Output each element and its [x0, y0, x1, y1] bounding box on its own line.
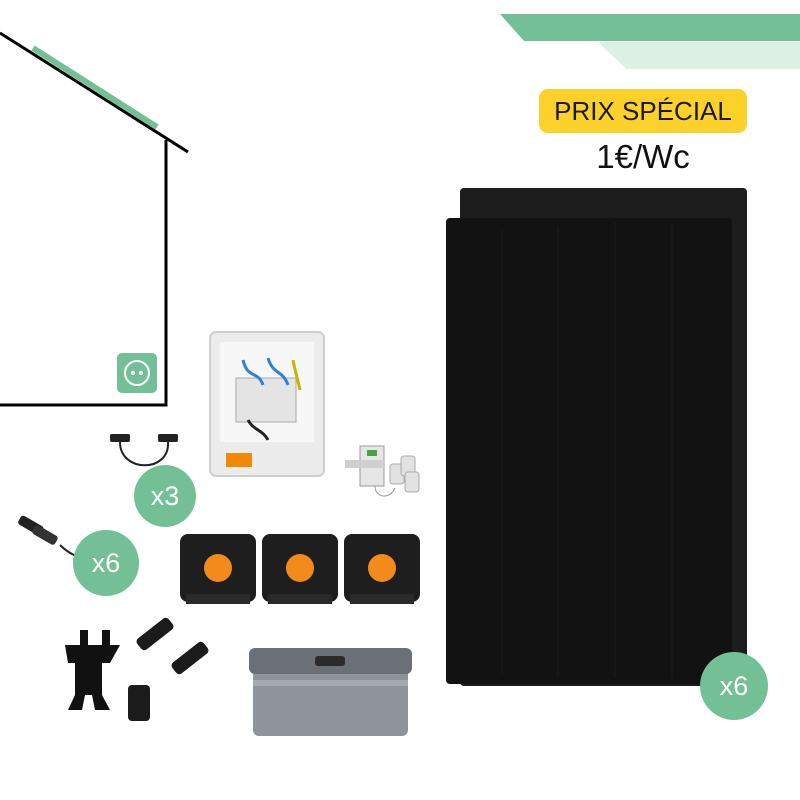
- house-outline-icon: [0, 31, 189, 407]
- banner-stripe-dark: [500, 14, 800, 41]
- solar-panel-image: [446, 188, 747, 686]
- connector-quantity-badge: x6: [73, 530, 139, 596]
- electrical-cabinet-image: [209, 331, 325, 477]
- banner-stripe-light: [598, 42, 800, 69]
- cable-quantity-badge: x3: [134, 465, 196, 527]
- connectors-tools-image: [65, 617, 209, 721]
- panel-quantity-badge: x6: [700, 652, 768, 720]
- battery-image: [249, 648, 412, 736]
- cable-image: [110, 434, 178, 467]
- micro-inverters-image: [180, 534, 420, 604]
- energy-meter-image: [345, 445, 420, 497]
- promo-label: PRIX SPÉCIAL: [539, 89, 747, 133]
- price-text: 1€/Wc: [596, 138, 690, 175]
- power-socket-icon: [117, 353, 157, 393]
